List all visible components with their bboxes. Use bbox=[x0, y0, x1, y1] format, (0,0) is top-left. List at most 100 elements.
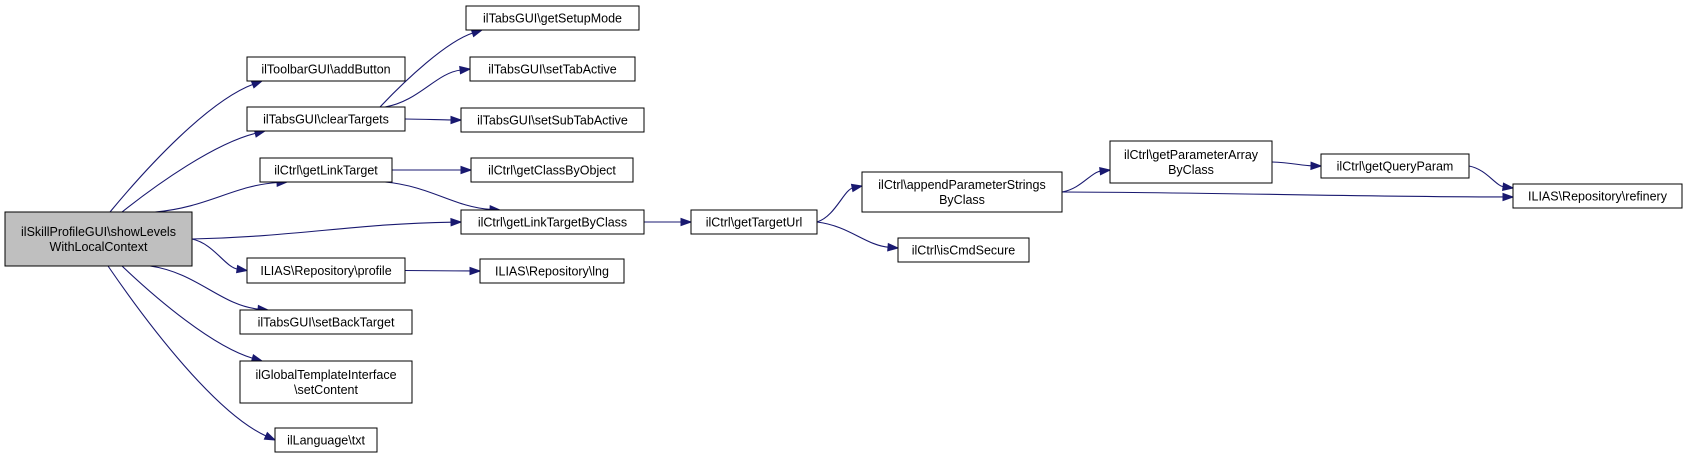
node-box bbox=[274, 427, 378, 453]
edge-ctrl_getLinkTargetByClass-to-ctrl_getTargetUrl bbox=[644, 217, 693, 227]
node-label: \setContent bbox=[294, 383, 358, 397]
edge-line bbox=[149, 265, 260, 310]
node-tpl-setContent[interactable]: ilGlobalTemplateInterface\setContent bbox=[239, 360, 413, 404]
node-tabs-getSetupMode[interactable]: ilTabsGUI\getSetupMode bbox=[465, 5, 640, 31]
node-label: ilCtrl\getClassByObject bbox=[488, 164, 616, 178]
arrowhead-icon bbox=[459, 65, 472, 75]
edge-root-to-ctrl_getLinkTarget bbox=[154, 178, 289, 213]
node-label: ilTabsGUI\clearTargets bbox=[263, 113, 389, 127]
node-box bbox=[861, 171, 1063, 213]
node-ctrl-getLinkTargetByClass[interactable]: ilCtrl\getLinkTargetByClass bbox=[460, 209, 645, 235]
edge-line bbox=[109, 83, 254, 213]
node-root[interactable]: ilSkillProfileGUI\showLevelsWithLocalCon… bbox=[4, 211, 193, 267]
edge-line bbox=[191, 221, 453, 240]
node-label: ILIAS\Repository\refinery bbox=[1528, 190, 1668, 204]
arrowhead-icon bbox=[469, 266, 482, 276]
edge-root-to-tabs_clearTargets bbox=[121, 129, 267, 213]
edge-line bbox=[1271, 161, 1313, 167]
node-box bbox=[1320, 153, 1470, 179]
node-box bbox=[479, 258, 625, 284]
edge-line bbox=[107, 265, 268, 437]
arrowhead-icon bbox=[680, 217, 693, 227]
edges-layer bbox=[107, 29, 1515, 441]
arrowhead-icon bbox=[1502, 192, 1515, 202]
node-repo-profile[interactable]: ILIAS\Repository\profile bbox=[246, 257, 406, 284]
edge-ctrl_getTargetUrl-to-ctrl_isCmdSecure bbox=[816, 221, 900, 252]
edge-line bbox=[384, 69, 462, 108]
arrowhead-icon bbox=[850, 183, 864, 193]
edge-line bbox=[121, 265, 254, 360]
node-box bbox=[259, 157, 393, 183]
node-box bbox=[690, 209, 818, 235]
node-label: ilTabsGUI\setBackTarget bbox=[258, 316, 395, 330]
node-label: ILIAS\Repository\lng bbox=[495, 265, 609, 279]
edge-line bbox=[1061, 170, 1102, 193]
node-box bbox=[246, 56, 406, 82]
node-label: ilTabsGUI\getSetupMode bbox=[483, 12, 622, 26]
nodes-layer: ilSkillProfileGUI\showLevelsWithLocalCon… bbox=[4, 5, 1683, 453]
arrowhead-icon bbox=[263, 431, 277, 441]
node-toolbar-addButton[interactable]: ilToolbarGUI\addButton bbox=[246, 56, 406, 82]
arrowhead-icon bbox=[1310, 161, 1323, 171]
node-label: ilSkillProfileGUI\showLevels bbox=[21, 225, 176, 239]
edge-line bbox=[404, 118, 453, 121]
node-ctrl-getTargetUrl[interactable]: ilCtrl\getTargetUrl bbox=[690, 209, 818, 235]
arrowhead-icon bbox=[460, 165, 473, 175]
node-box bbox=[469, 56, 636, 82]
node-label: ilTabsGUI\setSubTabActive bbox=[477, 114, 628, 128]
node-repo-lng[interactable]: ILIAS\Repository\lng bbox=[479, 258, 625, 284]
edge-tabs_clearTargets-to-tabs_setSubTabActive bbox=[404, 115, 463, 125]
node-box bbox=[1512, 183, 1683, 209]
node-ctrl-getLinkTarget[interactable]: ilCtrl\getLinkTarget bbox=[259, 157, 393, 183]
node-box bbox=[470, 157, 634, 183]
edge-line bbox=[379, 32, 474, 108]
edge-ctrl_getTargetUrl-to-ctrl_appendParameterStringsByClass bbox=[816, 183, 864, 223]
node-label: ilCtrl\getParameterArray bbox=[1124, 148, 1259, 162]
node-ctrl-getClassByObject[interactable]: ilCtrl\getClassByObject bbox=[470, 157, 634, 183]
edge-ctrl_appendParameterStringsByClass-to-ctrl_getParameterArrayByClass bbox=[1061, 166, 1112, 193]
node-box bbox=[460, 209, 645, 235]
node-label: ilTabsGUI\setTabActive bbox=[488, 63, 617, 77]
edge-ctrl_getParameterArrayByClass-to-ctrl_getQueryParam bbox=[1271, 161, 1323, 171]
node-label: WithLocalContext bbox=[50, 240, 148, 254]
arrowhead-icon bbox=[250, 80, 264, 89]
node-tabs-setBackTarget[interactable]: ilTabsGUI\setBackTarget bbox=[239, 309, 413, 335]
node-box bbox=[239, 360, 413, 404]
arrowhead-icon bbox=[236, 264, 249, 274]
edge-line bbox=[191, 238, 239, 270]
edge-root-to-repo_profile bbox=[191, 238, 249, 274]
edge-repo_profile-to-repo_lng bbox=[404, 266, 482, 276]
edge-line bbox=[154, 181, 279, 213]
node-box bbox=[246, 257, 406, 284]
node-label: ilCtrl\getTargetUrl bbox=[706, 216, 803, 230]
node-label: ilCtrl\getQueryParam bbox=[1337, 160, 1454, 174]
arrowhead-icon bbox=[450, 217, 463, 227]
edge-line bbox=[121, 132, 257, 213]
node-tabs-setTabActive[interactable]: ilTabsGUI\setTabActive bbox=[469, 56, 636, 82]
arrowhead-icon bbox=[1099, 166, 1112, 176]
edge-line bbox=[1468, 165, 1505, 188]
node-repo-refinery[interactable]: ILIAS\Repository\refinery bbox=[1512, 183, 1683, 209]
node-label: ilCtrl\appendParameterStrings bbox=[878, 178, 1045, 192]
node-label: ilLanguage\txt bbox=[287, 434, 365, 448]
node-lang-txt[interactable]: ilLanguage\txt bbox=[274, 427, 378, 453]
node-box bbox=[465, 5, 640, 31]
node-box bbox=[460, 107, 645, 133]
node-label: ilGlobalTemplateInterface bbox=[255, 368, 396, 382]
node-label: ilCtrl\getLinkTarget bbox=[274, 164, 378, 178]
edge-ctrl_getLinkTarget-to-ctrl_getClassByObject bbox=[392, 165, 473, 175]
node-tabs-clearTargets[interactable]: ilTabsGUI\clearTargets bbox=[246, 106, 406, 132]
node-box bbox=[4, 211, 193, 267]
edge-line bbox=[816, 221, 890, 248]
edge-ctrl_getLinkTarget-to-ctrl_getLinkTargetByClass bbox=[384, 181, 502, 214]
node-ctrl-isCmdSecure[interactable]: ilCtrl\isCmdSecure bbox=[897, 237, 1030, 263]
node-ctrl-getQueryParam[interactable]: ilCtrl\getQueryParam bbox=[1320, 153, 1470, 179]
edge-ctrl_appendParameterStringsByClass-to-repo_refinery bbox=[1061, 191, 1515, 202]
edge-line bbox=[816, 187, 854, 223]
edge-ctrl_getQueryParam-to-repo_refinery bbox=[1468, 165, 1515, 191]
node-box bbox=[246, 106, 406, 132]
edge-root-to-ctrl_getLinkTargetByClass bbox=[191, 217, 463, 240]
node-tabs-setSubTabActive[interactable]: ilTabsGUI\setSubTabActive bbox=[460, 107, 645, 133]
